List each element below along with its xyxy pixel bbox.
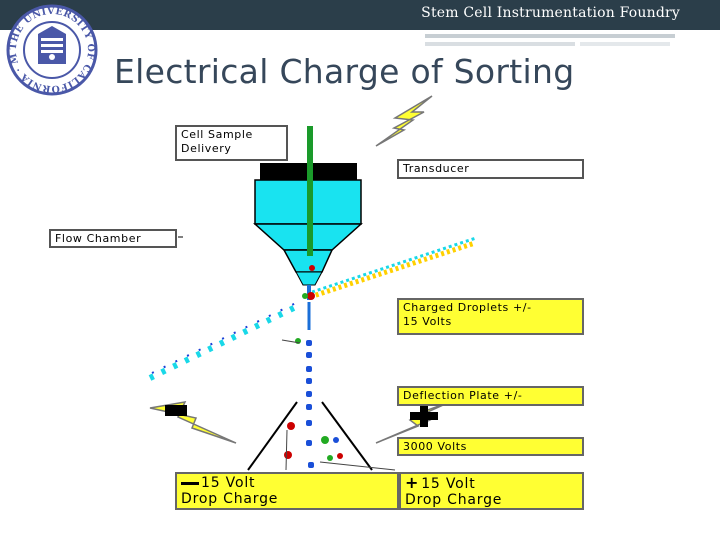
deflection-plate-left xyxy=(247,401,298,471)
neg-drop-line1: 15 Volt xyxy=(201,475,256,491)
charged-droplets-label: Charged Droplets +/- 15 Volts xyxy=(397,298,584,335)
pos-drop-line1: 15 Volt xyxy=(421,476,476,492)
flow-chamber-text: Flow Chamber xyxy=(55,232,142,245)
university-seal-icon: THE UNIVERSITY OF CALIFORNIA · MERCED · xyxy=(6,4,98,96)
foundry-name: Stem Cell Instrumentation Foundry xyxy=(421,5,680,21)
positive-drop-charge-label: +15 Volt Drop Charge xyxy=(399,472,584,510)
scatter-light-icon xyxy=(148,299,303,381)
cell-sample-line2: Delivery xyxy=(181,142,232,155)
header-accent-line xyxy=(580,42,670,46)
charged-droplets-line1: Charged Droplets +/- xyxy=(403,301,532,314)
pos-drop-line2: Drop Charge xyxy=(405,492,503,508)
lightning-bolt-icon xyxy=(149,401,237,444)
volts-3000-text: 3000 Volts xyxy=(403,440,467,453)
plus-sign-icon: + xyxy=(405,473,420,492)
sample-needle xyxy=(307,126,313,256)
negative-drop-charge-label: 15 Volt Drop Charge xyxy=(175,472,399,510)
cell-sample-line1: Cell Sample xyxy=(181,128,253,141)
header-accent-line xyxy=(425,42,575,46)
deflection-plate-right xyxy=(321,401,373,471)
droplet-stream xyxy=(306,340,314,468)
slide-title: Electrical Charge of Sorting xyxy=(114,52,575,91)
cell-sample-delivery-label: Cell Sample Delivery xyxy=(175,125,288,161)
transducer-text: Transducer xyxy=(403,162,470,175)
laser-beam-icon xyxy=(309,236,477,300)
minus-sign-icon xyxy=(181,481,199,485)
volts-3000-label: 3000 Volts xyxy=(397,437,584,456)
charged-droplets-line2: 15 Volts xyxy=(403,315,452,328)
lightning-bolt-icon xyxy=(375,95,433,147)
transducer-label: Transducer xyxy=(397,159,584,179)
deflection-plate-text: Deflection Plate +/- xyxy=(403,389,523,402)
header-accent-line xyxy=(425,34,675,38)
minus-plate-icon xyxy=(165,405,187,416)
deflection-plate-label: Deflection Plate +/- xyxy=(397,386,584,406)
flow-chamber-label: Flow Chamber xyxy=(49,229,177,248)
neg-drop-line2: Drop Charge xyxy=(181,491,279,507)
header-bar: Stem Cell Instrumentation Foundry xyxy=(0,0,720,30)
